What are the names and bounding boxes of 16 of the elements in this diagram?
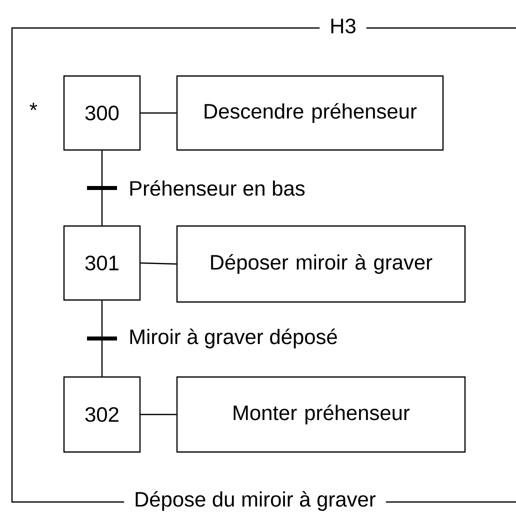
transition-label: Miroir à graver déposé [130, 328, 337, 348]
transition-link [87, 300, 117, 376]
action-link [140, 414, 176, 416]
frame-title: H3 [320, 18, 366, 34]
action-link [140, 262, 176, 265]
action-box: Monter préhenseur [176, 376, 466, 453]
transition-label: Préhenseur en bas [130, 180, 305, 196]
step-box: 301 [63, 225, 141, 301]
action-box: Déposer miroir à graver [176, 225, 466, 303]
transition-link [87, 150, 117, 226]
frame-caption: Dépose du miroir à graver [124, 490, 386, 512]
action-box: Descendre préhenseur [176, 75, 444, 151]
step-box: 300 [63, 75, 141, 151]
initial-step-mark: * [30, 102, 38, 110]
action-link [140, 112, 176, 114]
step-box: 302 [63, 376, 141, 453]
